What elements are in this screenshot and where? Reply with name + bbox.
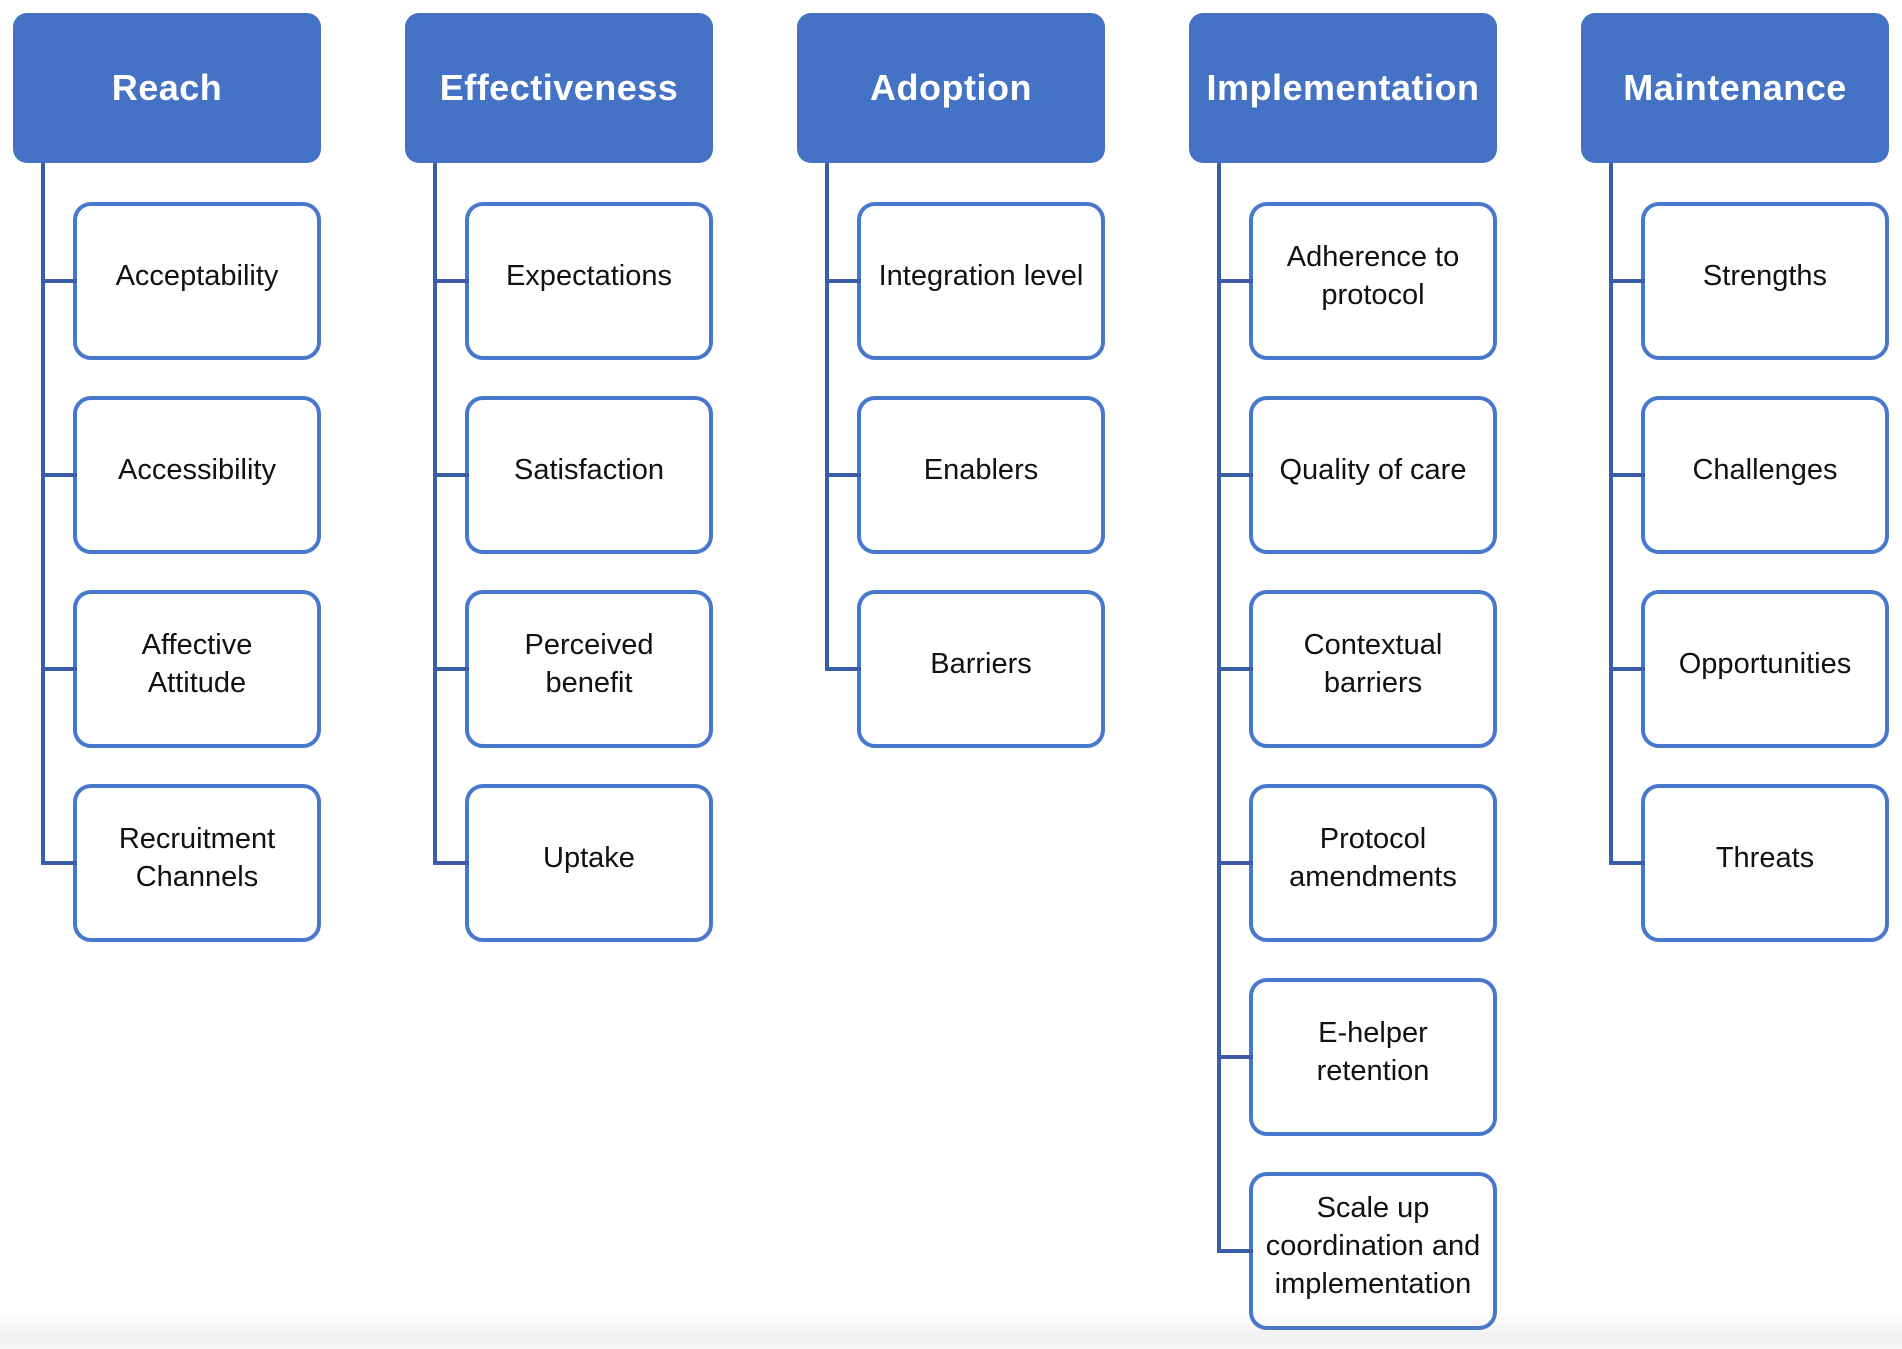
connector-line: [433, 163, 437, 865]
node-challenges: Challenges: [1609, 396, 1889, 554]
node-label: Accessibility: [118, 454, 276, 486]
node-opportunities: Opportunities: [1609, 590, 1889, 748]
node-label: Strengths: [1702, 260, 1828, 292]
node-label: Contextual barriers: [1303, 629, 1443, 699]
node-strengths: Strengths: [1609, 202, 1889, 360]
connector-line: [1609, 163, 1613, 865]
connector-line: [1217, 163, 1221, 1253]
node-perceived-benefit: Perceived benefit: [433, 590, 713, 748]
node-accessibility: Accessibility: [41, 396, 321, 554]
node-satisfaction: Satisfaction: [433, 396, 713, 554]
node-recruitment-channels: Recruitment Channels: [41, 784, 321, 942]
node-label: Quality of care: [1279, 454, 1467, 486]
category-header-implementation: Implementation: [1189, 13, 1497, 163]
node-label: Threats: [1715, 842, 1815, 874]
node-barriers: Barriers: [825, 590, 1105, 748]
category-header-adoption: Adoption: [797, 13, 1105, 163]
node-adherence-to-protocol: Adherence to protocol: [1217, 202, 1497, 360]
connector-line: [41, 163, 45, 865]
node-label: Affective Attitude: [141, 629, 253, 699]
node-enablers: Enablers: [825, 396, 1105, 554]
node-scale-up-coordination-and-implementation: Scale up coordination and implementation: [1217, 1172, 1497, 1330]
connector-line: [825, 163, 829, 671]
node-label: Integration level: [878, 260, 1084, 292]
node-expectations: Expectations: [433, 202, 713, 360]
node-e-helper-retention: E-helper retention: [1217, 978, 1497, 1136]
node-label: Challenges: [1692, 454, 1838, 486]
node-label: Adherence to protocol: [1286, 241, 1460, 311]
node-label: Expectations: [505, 260, 673, 292]
node-protocol-amendments: Protocol amendments: [1217, 784, 1497, 942]
node-label: Acceptability: [115, 260, 279, 292]
node-acceptability: Acceptability: [41, 202, 321, 360]
node-contextual-barriers: Contextual barriers: [1217, 590, 1497, 748]
node-uptake: Uptake: [433, 784, 713, 942]
node-label: E-helper retention: [1316, 1017, 1430, 1087]
node-label: Protocol amendments: [1289, 823, 1457, 893]
node-label: Barriers: [930, 648, 1032, 680]
category-header-maintenance: Maintenance: [1581, 13, 1889, 163]
node-label: Opportunities: [1678, 648, 1852, 680]
node-integration-level: Integration level: [825, 202, 1105, 360]
node-label: Uptake: [543, 842, 635, 874]
node-quality-of-care: Quality of care: [1217, 396, 1497, 554]
node-label: Satisfaction: [514, 454, 664, 486]
node-label: Enablers: [923, 454, 1039, 486]
node-label: Scale up coordination and implementation: [1265, 1192, 1481, 1300]
node-affective-attitude: Affective Attitude: [41, 590, 321, 748]
node-threats: Threats: [1609, 784, 1889, 942]
node-label: Recruitment Channels: [118, 823, 276, 893]
node-label: Perceived benefit: [524, 629, 654, 699]
category-header-reach: Reach: [13, 13, 321, 163]
category-header-effectiveness: Effectiveness: [405, 13, 713, 163]
